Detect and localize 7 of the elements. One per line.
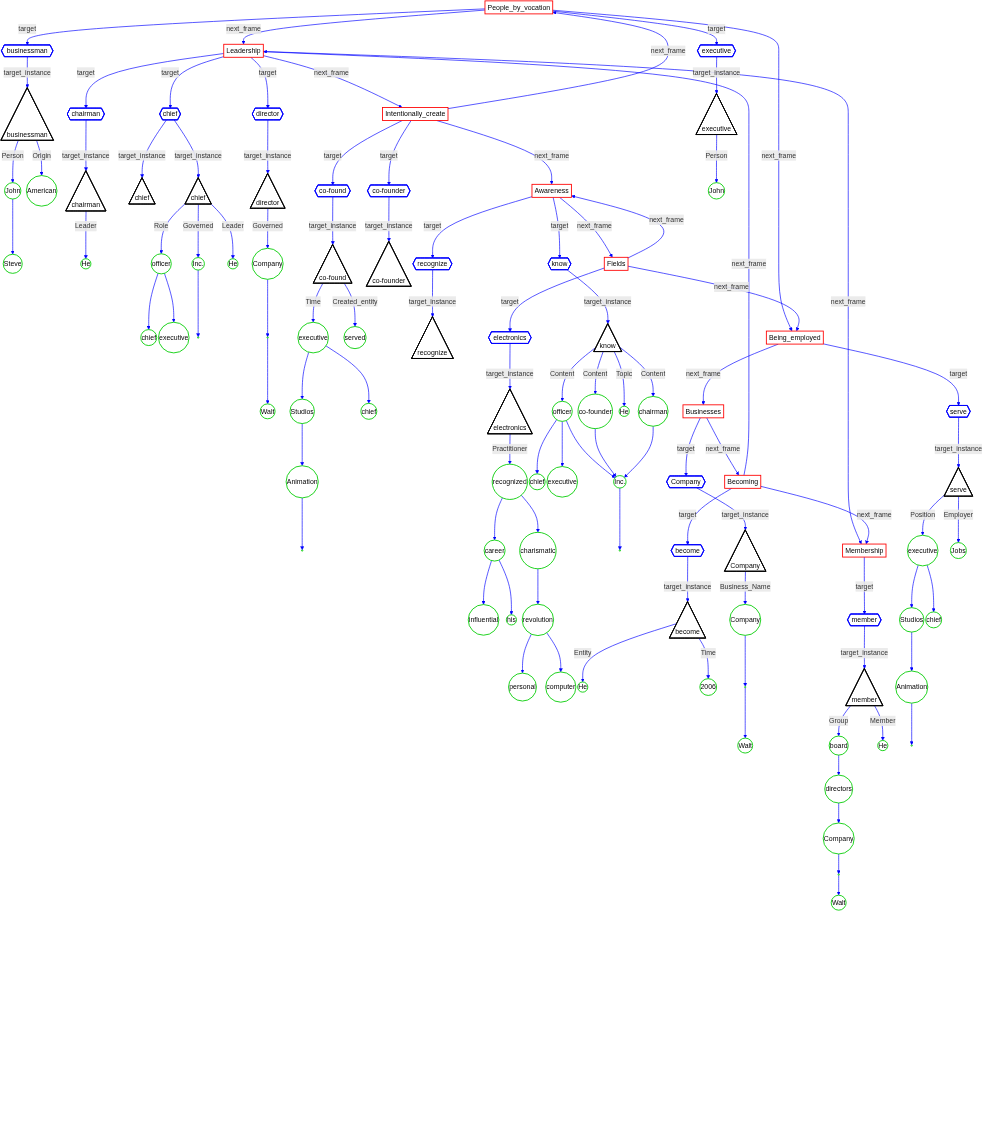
entity-circle [744,685,747,689]
entity-circle [197,336,200,339]
entity-circle [266,336,269,339]
entity-circle [837,873,840,876]
entity-circle [910,744,913,747]
entity-circle [301,549,304,552]
entity-circle [618,549,621,552]
